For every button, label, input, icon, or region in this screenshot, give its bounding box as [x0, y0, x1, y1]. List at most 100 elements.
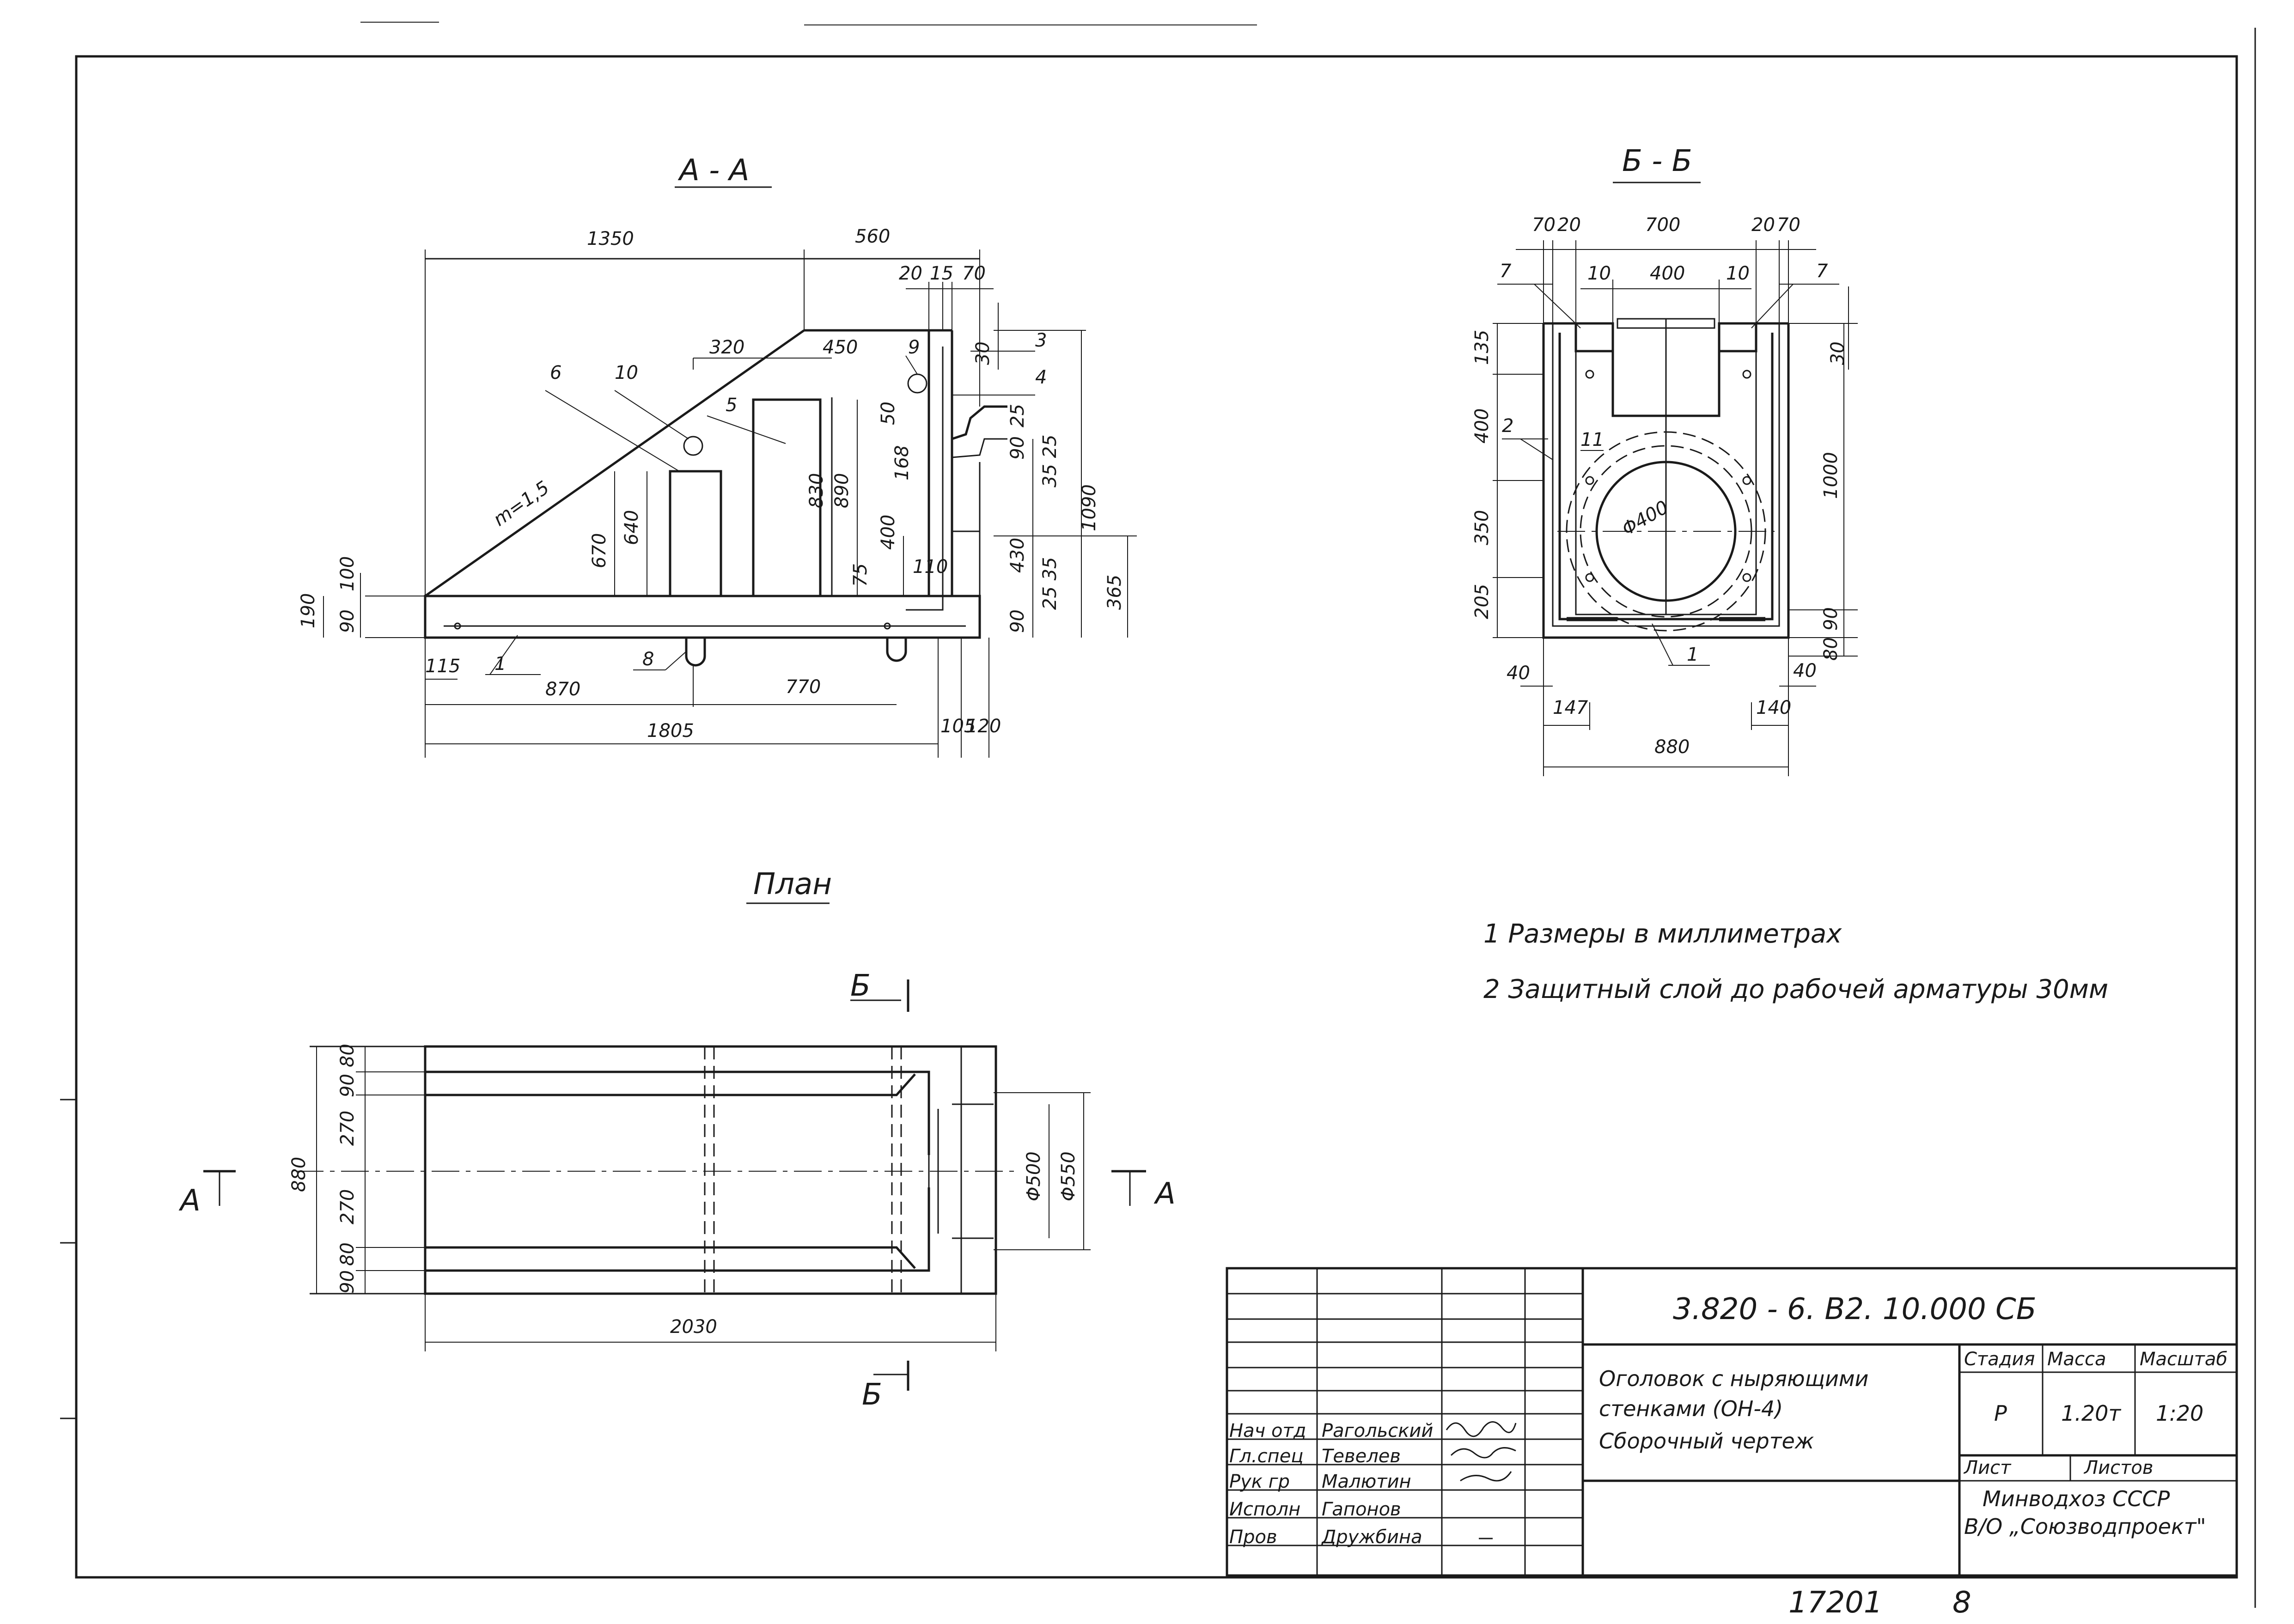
- slope-label: m=1,5: [489, 477, 553, 530]
- dim-bb-30: 30: [1827, 341, 1849, 365]
- dim-2535: 25 35: [1039, 557, 1061, 610]
- dim-bb-20b: 20: [1751, 214, 1775, 236]
- dim-1350: 1350: [587, 228, 634, 249]
- dim-3525: 35 25: [1039, 434, 1061, 487]
- signatures: [1446, 1421, 1517, 1539]
- dim-100: 100: [337, 556, 358, 591]
- sheets-label: Листов: [2083, 1457, 2153, 1478]
- dim-190: 190: [298, 593, 319, 628]
- dim-90c: 90: [337, 609, 358, 633]
- dim-25a: 25: [1007, 404, 1028, 427]
- dim-bb-40b: 40: [1793, 660, 1817, 681]
- dim-90b: 90: [1007, 609, 1028, 633]
- callout-aa-8: 8: [642, 649, 654, 670]
- dim-bb-1000: 1000: [1820, 452, 1842, 499]
- scale-header: Масштаб: [2140, 1349, 2227, 1370]
- callout-aa-10: 10: [615, 362, 638, 383]
- name-1: Рагольский: [1322, 1420, 1433, 1442]
- callout-aa-3: 3: [1035, 330, 1047, 351]
- dim-770: 770: [786, 676, 821, 698]
- role-4: Исполн: [1229, 1499, 1300, 1520]
- dim-bb-147: 147: [1553, 697, 1588, 718]
- dim-bb-70a: 70: [1532, 214, 1556, 236]
- page-number: 8: [1952, 1586, 1971, 1620]
- sheet-label: Лист: [1963, 1457, 2012, 1478]
- inventory-number: 17201: [1788, 1586, 1883, 1620]
- drawing-code: 3.820 - 6. В2. 10.000 СБ: [1673, 1292, 2037, 1326]
- name-3: Малютин: [1322, 1471, 1411, 1492]
- stage-header: Стадия: [1964, 1349, 2035, 1370]
- dim-30: 30: [972, 341, 994, 365]
- dim-640: 640: [621, 510, 642, 545]
- note-2: 2 Защитный слой до рабочей арматуры 30мм: [1483, 974, 2108, 1004]
- section-aa-title: А - А: [677, 153, 749, 188]
- plan-dim-880: 880: [288, 1157, 310, 1192]
- callout-bb-7a: 7: [1500, 261, 1512, 282]
- dim-75: 75: [850, 563, 871, 587]
- callout-bb-11: 11: [1580, 429, 1604, 450]
- dim-bb-400: 400: [1650, 263, 1685, 284]
- dim-320: 320: [709, 337, 744, 358]
- dim-890: 890: [831, 473, 853, 508]
- plan-mark-a-left: А: [178, 1184, 201, 1218]
- dim-120: 120: [966, 716, 1001, 737]
- drawing-name-line-2: стенками (ОН-4): [1599, 1396, 1783, 1421]
- plan-mark-a-right: А: [1153, 1177, 1176, 1211]
- dim-450: 450: [823, 337, 858, 358]
- plan-dim-80a: 80: [337, 1044, 358, 1067]
- callout-aa-6: 6: [550, 362, 561, 383]
- dim-phi400: Φ400: [1618, 497, 1672, 540]
- note-1: 1 Размеры в миллиметрах: [1483, 919, 1842, 949]
- role-2: Гл.спец: [1229, 1446, 1304, 1467]
- plan-dim-2030: 2030: [670, 1316, 717, 1338]
- plan-dim-phi550: Φ550: [1058, 1151, 1079, 1201]
- callout-aa-9: 9: [908, 337, 920, 358]
- name-4: Гапонов: [1322, 1499, 1401, 1520]
- name-5: Дружбина: [1321, 1527, 1422, 1548]
- role-3: Рук гр: [1229, 1471, 1290, 1492]
- dim-bb-880: 880: [1654, 736, 1690, 758]
- dim-15: 15: [930, 263, 953, 284]
- role-1: Нач отд: [1229, 1420, 1306, 1442]
- callout-bb-2: 2: [1502, 415, 1513, 437]
- org-line-2: В/О „Союзводпроект": [1964, 1514, 2206, 1539]
- plan-dim-270b: 270: [337, 1189, 358, 1224]
- dim-20: 20: [899, 263, 922, 284]
- dim-830: 830: [806, 473, 827, 508]
- dim-bb-40a: 40: [1507, 663, 1530, 684]
- callout-aa-4: 4: [1035, 367, 1047, 388]
- dim-90a: 90: [1007, 436, 1028, 460]
- plan-dim-80b: 80: [337, 1242, 358, 1266]
- dim-bb-90: 90: [1820, 607, 1842, 631]
- plan-dim-270a: 270: [337, 1111, 358, 1146]
- name-2: Тевелев: [1322, 1446, 1401, 1467]
- dim-115: 115: [425, 656, 460, 677]
- dim-1805: 1805: [647, 720, 694, 742]
- section-aa: А - А m=1,5 1 3: [298, 153, 1137, 758]
- section-bb: Б - Б Φ400: [1471, 144, 1858, 776]
- dim-bb-10a: 10: [1587, 263, 1611, 284]
- dim-bb-205: 205: [1471, 584, 1493, 619]
- dim-670: 670: [589, 533, 610, 568]
- dim-110: 110: [913, 556, 948, 578]
- plan-dim-90b: 90: [337, 1270, 358, 1294]
- dim-430: 430: [1007, 538, 1028, 573]
- drawing-name-line-3: Сборочный чертеж: [1599, 1429, 1814, 1454]
- dim-bb-135: 135: [1471, 330, 1493, 365]
- dim-bb-70b: 70: [1777, 214, 1800, 236]
- title-block: 3.820 - 6. В2. 10.000 СБ Оголовок с ныря…: [1226, 1267, 2238, 1577]
- sheet-frame: [60, 22, 2256, 1608]
- dim-bb-350: 350: [1471, 510, 1493, 545]
- dim-bb-20a: 20: [1557, 214, 1581, 236]
- callout-bb-1: 1: [1687, 644, 1698, 665]
- callout-bb-7b: 7: [1816, 261, 1828, 282]
- plan-view: План Б Б А А 880: [178, 867, 1176, 1412]
- callout-aa-1: 1: [494, 653, 506, 675]
- mass-value: 1.20т: [2061, 1401, 2121, 1426]
- plan-mark-b-top: Б: [850, 969, 871, 1003]
- dim-bb-700: 700: [1645, 214, 1680, 236]
- role-5: Пров: [1229, 1527, 1277, 1548]
- plan-mark-b-bottom: Б: [862, 1378, 882, 1412]
- dim-870: 870: [545, 679, 580, 700]
